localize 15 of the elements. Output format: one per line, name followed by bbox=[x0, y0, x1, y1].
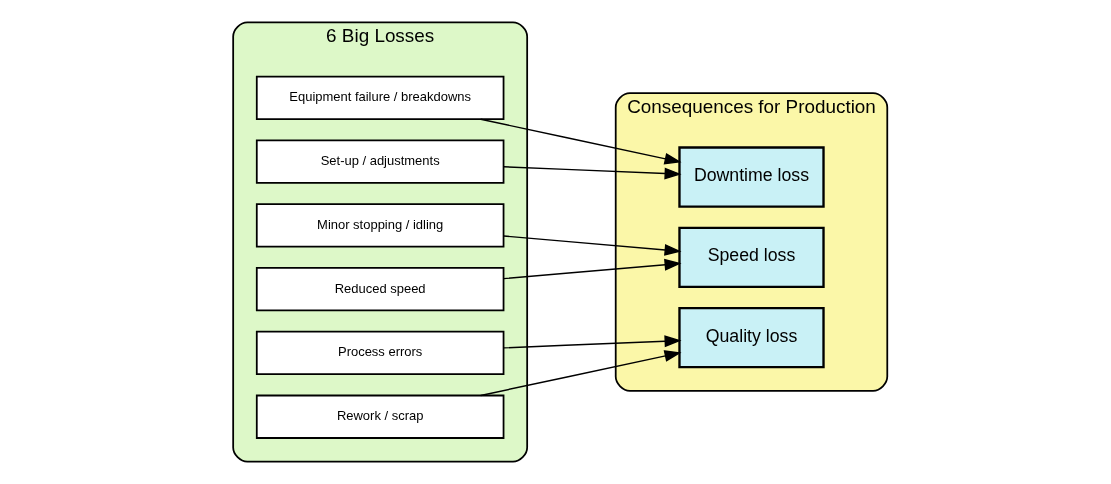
arrow bbox=[480, 350, 682, 397]
arrow bbox=[503, 166, 682, 180]
node-box: Quality loss bbox=[678, 306, 825, 369]
arrow bbox=[480, 118, 682, 165]
node-box: Minor stopping / idling bbox=[255, 203, 505, 248]
node-box: Equipment failure / breakdowns bbox=[255, 75, 505, 121]
node-box: Reduced speed bbox=[255, 267, 505, 312]
node-box: Speed loss bbox=[678, 226, 825, 289]
node-box: Set-up / adjustments bbox=[255, 139, 505, 184]
node-box: Downtime loss bbox=[678, 146, 825, 208]
arrow bbox=[503, 235, 682, 256]
arrow bbox=[503, 258, 682, 280]
node-box: Process errors bbox=[255, 330, 505, 376]
node-box: Rework / scrap bbox=[255, 394, 505, 439]
arrow bbox=[503, 335, 682, 349]
